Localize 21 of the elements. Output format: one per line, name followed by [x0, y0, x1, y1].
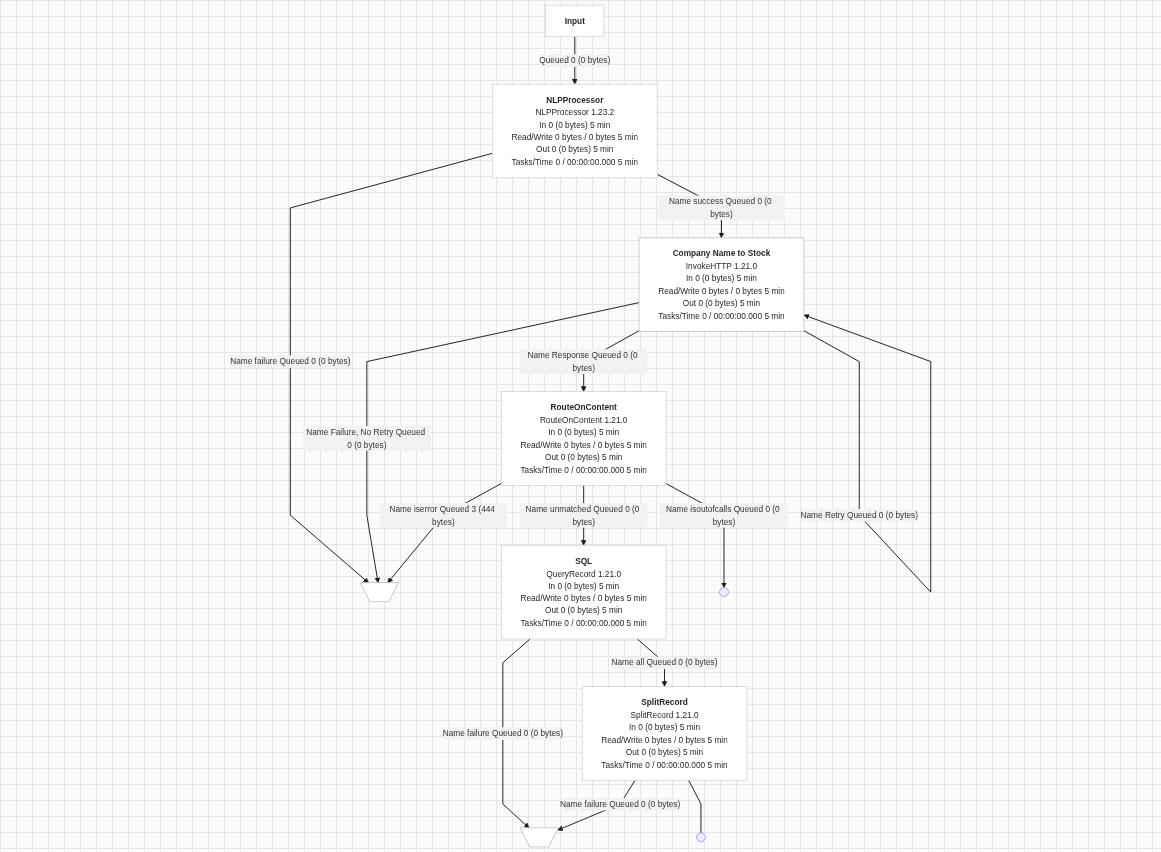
- node-box: Company Name to Stock InvokeHTTP 1.21.0 In 0 (0 bytes) 5 min Read/Write 0 bytes / 0 bytes 5 min Out 0 (0 bytes) 5 min Tasks/Time 0 / 00:00:00.000 5 min: [638, 237, 805, 332]
- connector: [688, 779, 702, 834]
- node-box: RouteOnContent RouteOnContent 1.21.0 In 0 (0 bytes) 5 min Read/Write 0 bytes / 0 bytes 5 min Out 0 (0 bytes) 5 min Tasks/Time 0 / 00:00:00.000 5 min: [500, 391, 667, 486]
- edge-label: Name Retry Queued 0 (0 bytes): [800, 510, 918, 520]
- node-funnel: [359, 582, 399, 602]
- edge-label: Queued 0 (0 bytes): [539, 55, 611, 66]
- node-box: Input: [545, 4, 605, 37]
- node-box: SQL QueryRecord 1.21.0 In 0 (0 bytes) 5 min Read/Write 0 bytes / 0 bytes 5 min Out 0 (0 bytes) 5 min Tasks/Time 0 / 00:00:00.000 5 min: [500, 544, 667, 640]
- node-box: NLPProcessor NLPProcessor 1.23.2 In 0 (0 bytes) 5 min Read/Write 0 bytes / 0 bytes 5 min Out 0 (0 bytes) 5 min Tasks/Time 0 / 00:00:00.000 5 min: [492, 83, 658, 179]
- edge-label: Name Failure, No Retry Queued 0 (0 bytes): [306, 427, 426, 450]
- edge-label: Name success Queued 0 (0 bytes): [668, 196, 772, 219]
- node-funnel: [519, 827, 559, 848]
- edge-label: Name failure Queued 0 (0 bytes): [230, 356, 351, 367]
- edge-label: Name all Queued 0 (0 bytes): [611, 657, 718, 668]
- edge-label: Name failure Queued 0 (0 bytes): [442, 728, 563, 739]
- edge-label: Name isoutofcalls Queued 0 (0 bytes): [665, 504, 780, 527]
- edge-label: Name Response Queued 0 (0 bytes): [527, 350, 638, 373]
- edge-label: Name unmatched Queued 0 (0 bytes): [525, 504, 640, 527]
- edge-label: Name failure Queued 0 (0 bytes): [559, 799, 681, 809]
- edge-label: Name iserror Queued 3 (444 bytes): [389, 504, 495, 527]
- node-box: SplitRecord SplitRecord 1.21.0 In 0 (0 bytes) 5 min Read/Write 0 bytes / 0 bytes 5 min Out 0 (0 bytes) 5 min Tasks/Time 0 / 00:00:00.000 5 min: [581, 686, 748, 781]
